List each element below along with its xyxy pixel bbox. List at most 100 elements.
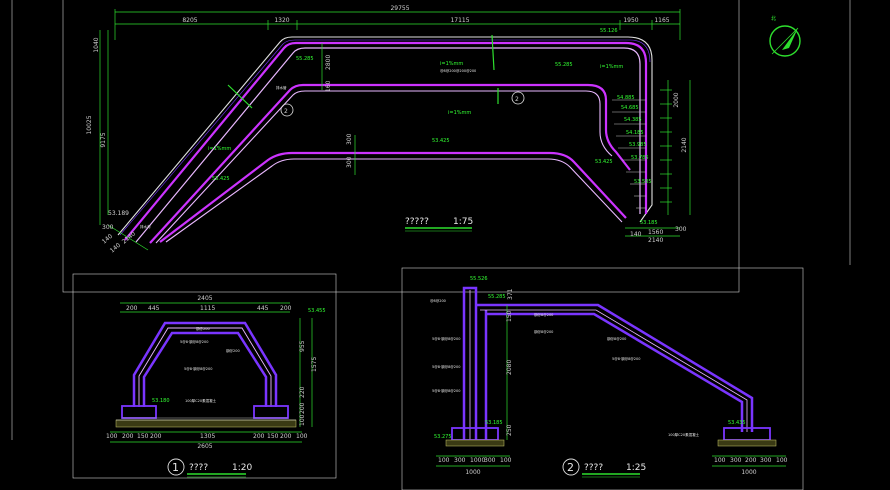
d2-mid-label-1: 钢@8@200 (534, 312, 553, 317)
d1-bot-dim-7: 150 (267, 433, 279, 440)
d2-rb-dim-2: 300 (730, 457, 742, 464)
d2-rb-dim-1: 100 (714, 457, 726, 464)
d1-base-note: 100厚C20素混凝土 (185, 398, 217, 403)
section-marker-plan-1-label: 2 (284, 108, 288, 115)
d2-lb-dim-5: 100 (500, 457, 512, 464)
plan-note-1: i=1%mm (440, 61, 463, 67)
d1-elev-bottom: 53.180 (152, 398, 170, 404)
plan-note-3: i=1%mm (448, 110, 471, 116)
d1-bot-dim-2: 200 (122, 433, 134, 440)
d2-title: ???? (584, 463, 603, 473)
plan-elev-13: 53.425 (212, 176, 230, 182)
d1-bot-dim-5: 1305 (200, 433, 215, 440)
plan-elev-8: 53.985 (629, 142, 647, 148)
plan-br-elev: 53.185 (640, 220, 658, 226)
plan-elev-7: 54.185 (626, 130, 644, 136)
plan-right-dim-1: 2140 (681, 137, 688, 152)
plan-elev-6: 54.385 (624, 117, 642, 123)
d2-lb-dim-3: 1000 (470, 457, 485, 464)
d1-right-elev: 53.455 (308, 308, 326, 314)
d1-bot-dim-3: 150 (137, 433, 149, 440)
d2-lb-total: 1000 (465, 469, 480, 476)
d2-rb-dim-4: 300 (760, 457, 772, 464)
d2-left-label-1: @8@200 (430, 299, 446, 303)
d1-top-dim-4: 445 (257, 305, 269, 312)
plan-scale: 1:75 (453, 217, 473, 227)
d2-lb-dim-2: 300 (454, 457, 466, 464)
d2-left-label-4: 5@8·钢@8@200 (432, 388, 460, 393)
d2-top-dim-2: 371 (507, 288, 514, 300)
section-marker-plan-2: 2 (491, 34, 525, 105)
detail2-section: 55.526 55.285 371 @8@200 5@8·钢@8@200 5@8… (430, 276, 788, 478)
d1-right-dim-4: 200 (299, 402, 306, 414)
plan-elev-9: 53.785 (631, 155, 649, 161)
plan-top-seg-2: 1320 (274, 17, 289, 24)
d2-right-label-2: 5@8·钢@8@200 (612, 356, 640, 361)
d1-top-total: 2405 (197, 295, 212, 302)
plan-steps (612, 99, 646, 209)
plan-elev-11: 53.425 (595, 159, 613, 165)
d1-top-dim-2: 445 (148, 305, 160, 312)
plan-mid-dim-5: 140 (109, 242, 122, 255)
d1-bot-dim-8: 200 (280, 433, 292, 440)
plan-pipe-label-2: 排水沟 (140, 224, 151, 229)
d2-vdim-3: 250 (506, 424, 513, 436)
plan-mid-dim-4: 300 (346, 156, 353, 168)
wall-outer-line (117, 36, 653, 236)
plan-note-detail-1: @8@200@200@200 (440, 69, 476, 73)
plan-left-dim-3: 9175 (100, 132, 107, 147)
plan-mid-dim-3: 300 (346, 133, 353, 145)
d2-left-label-3: 5@8·钢@8@200 (432, 364, 460, 369)
d1-right-dim-2: 1575 (311, 357, 318, 372)
d2-scale: 1:25 (626, 463, 646, 473)
plan-elev-5: 54.685 (621, 105, 639, 111)
plan-title: ????? (405, 217, 429, 227)
d2-left-label-2: 5@8·钢@8@200 (432, 336, 460, 341)
d2-rb-total: 1000 (741, 469, 756, 476)
plan-elev-2: 55.285 (296, 56, 314, 62)
d1-label-4: 5@8·钢@8@200 (184, 366, 212, 371)
d1-top-dim-1: 200 (126, 305, 138, 312)
plan-left-dim-2: 10025 (86, 115, 93, 134)
wall-magenta-lower (159, 151, 627, 243)
d2-marker: 2 (562, 458, 580, 476)
plan-bl-dim-2: 140 (101, 233, 114, 246)
d2-vdim-2: 2080 (506, 360, 513, 375)
d2-elev-2: 53.185 (485, 420, 503, 426)
d1-right-dim-1: 955 (299, 340, 306, 352)
plan-top-seg-4: 1950 (623, 17, 638, 24)
plan-elev-1: 55.126 (600, 28, 618, 34)
d2-elev-3: 53.435 (728, 420, 746, 426)
north-arrow-icon: 北 (769, 15, 801, 57)
plan-mid-dim-1: 2800 (325, 55, 332, 70)
d2-lb-dim-1: 100 (438, 457, 450, 464)
d2-right-label-1: 钢@8@200 (607, 336, 626, 341)
plan-note-2: i=1%mm (600, 64, 623, 70)
plan-elev-12: 53.425 (432, 138, 450, 144)
d1-top-dim-3: 1115 (200, 305, 215, 312)
plan-bl-elev: 53.189 (108, 210, 129, 217)
plan-total-width: 29755 (390, 5, 409, 12)
d2-elev-1: 53.275 (434, 434, 452, 440)
plan-elev-4: 54.885 (617, 95, 635, 101)
d1-bot-dim-1: 100 (106, 433, 118, 440)
plan-mid-dim-2: 160 (325, 80, 332, 92)
plan-bl-dim-3: 2140 (121, 230, 137, 245)
d1-bot-dim-4: 200 (150, 433, 162, 440)
plan-elev-3: 55.285 (555, 62, 573, 68)
plan-top-seg-1: 8205 (182, 17, 197, 24)
plan-top-seg-3: 17115 (450, 17, 469, 24)
plan-top-seg-5: 1165 (654, 17, 669, 24)
d2-lb-dim-4: 300 (484, 457, 496, 464)
d2-top-elev: 55.526 (470, 276, 488, 282)
svg-text:北: 北 (771, 15, 776, 22)
d2-vdim-1: 150 (506, 310, 513, 322)
d2-base-note: 100厚C20素混凝土 (668, 432, 700, 437)
frame-lines (11, 0, 851, 490)
plan-bl-dim-1: 300 (102, 224, 114, 231)
plan-br-dim-3: 300 (675, 226, 687, 233)
d1-right-dim-5: 100 (299, 414, 306, 426)
d1-right-dim-3: 220 (299, 386, 306, 398)
d1-marker-label: 1 (172, 461, 179, 474)
d1-label-3: 5@8·钢@8@200 (180, 339, 208, 344)
